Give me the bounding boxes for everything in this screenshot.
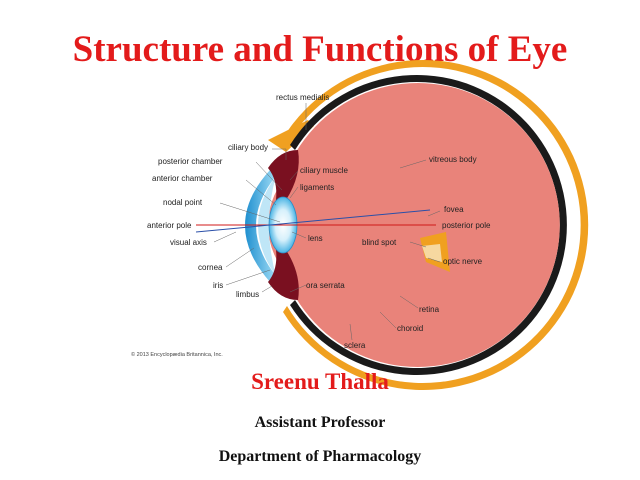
author-department: Department of Pharmacology <box>218 448 422 465</box>
cornea-shape <box>245 170 276 282</box>
label-retina: retina <box>419 305 440 314</box>
slide-title: Structure and Functions of Eye <box>72 29 568 70</box>
label-ora-serrata: ora serrata <box>306 281 345 290</box>
label-posterior-pole: posterior pole <box>442 221 491 230</box>
label-ciliary-muscle: ciliary muscle <box>300 166 349 175</box>
author-position: Assistant Professor <box>254 414 386 431</box>
label-posterior-chamber: posterior chamber <box>158 157 223 166</box>
label-iris: iris <box>213 281 223 290</box>
label-limbus: limbus <box>236 290 259 299</box>
anterior-chamber-shape <box>258 176 276 276</box>
label-ciliary-body: ciliary body <box>228 143 268 152</box>
label-choroid: choroid <box>397 324 423 333</box>
visual-axis-line <box>195 209 431 233</box>
label-blind-spot: blind spot <box>362 238 397 247</box>
label-ligaments: ligaments <box>300 183 334 192</box>
author-name: Sreenu Thalla <box>251 369 389 394</box>
label-anterior-chamber: anterior chamber <box>152 174 213 183</box>
iris-lower-shape <box>268 250 299 300</box>
label-visual-axis: visual axis <box>170 238 207 247</box>
diagram-credit: © 2013 Encyclopædia Britannica, Inc. <box>131 351 223 358</box>
optic-nerve-inner <box>422 244 442 262</box>
label-nodal-point: nodal point <box>163 198 203 207</box>
label-vitreous-body: vitreous body <box>429 155 477 164</box>
label-rectus-medialis: rectus medialis <box>276 93 329 102</box>
iris-upper-shape <box>268 150 299 200</box>
leader-lines <box>213 103 441 341</box>
label-sclera: sclera <box>344 341 366 350</box>
label-optic-nerve: optic nerve <box>443 257 483 266</box>
label-fovea: fovea <box>444 205 464 214</box>
label-anterior-pole: anterior pole <box>147 221 192 230</box>
label-cornea: cornea <box>198 263 223 272</box>
label-lens: lens <box>308 234 323 243</box>
